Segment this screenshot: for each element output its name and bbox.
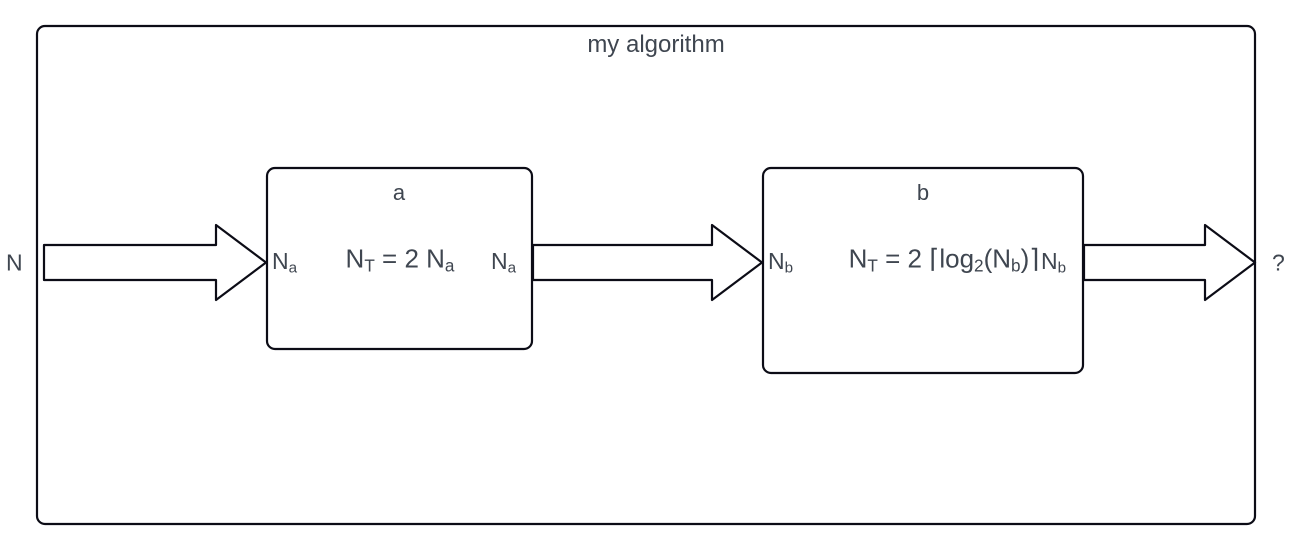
block-a[interactable] [265,166,534,351]
block-b-title: b [916,180,930,205]
block-b-formula-body: = 2 ⌈log [877,243,975,274]
output-label-question: ? [1272,249,1285,276]
input-label-n: N [6,249,23,276]
block-b-input-port-sub: b [784,259,794,277]
block-b-formula-body-sub: 2 [974,255,984,276]
block-a-output-port-sub: a [507,259,517,277]
block-a-input-port-text: N [272,248,289,275]
block-a-title: a [392,180,406,205]
block-b-input-port-text: N [768,248,785,275]
block-a-formula: NT = 2 Na [346,246,455,275]
block-a-output-port-text: N [491,248,508,275]
block-b-output-port-text: N [1041,248,1058,275]
block-b-formula-tail: (N [983,243,1012,274]
page-title: my algorithm [587,31,725,58]
block-b-input-port-label: Nb [768,250,793,276]
block-b[interactable] [761,166,1085,375]
block-b-formula: NT = 2 ⌈log2(Nb)⌉ [849,246,1040,275]
block-a-formula-body-sub: a [444,255,455,276]
block-b-formula-tail-sub: b [1011,255,1021,276]
block-b-output-port-label: Nb [1041,250,1066,276]
arrow-b-to-output[interactable] [1082,223,1257,302]
block-b-output-port-sub: b [1057,259,1067,277]
block-a-output-port-label: Na [491,250,516,276]
block-a-input-port-sub: a [288,259,298,277]
block-b-formula-lead: N [848,243,868,274]
block-a-formula-lead-sub: T [364,255,375,276]
block-a-input-port-label: Na [272,250,297,276]
arrow-a-to-b[interactable] [531,223,764,302]
block-a-formula-lead: N [345,243,365,274]
block-b-formula-lead-sub: T [867,255,878,276]
arrow-input-to-a[interactable] [42,223,268,302]
block-b-formula-tail-end: )⌉ [1020,243,1040,274]
block-a-formula-body: = 2 N [374,243,445,274]
